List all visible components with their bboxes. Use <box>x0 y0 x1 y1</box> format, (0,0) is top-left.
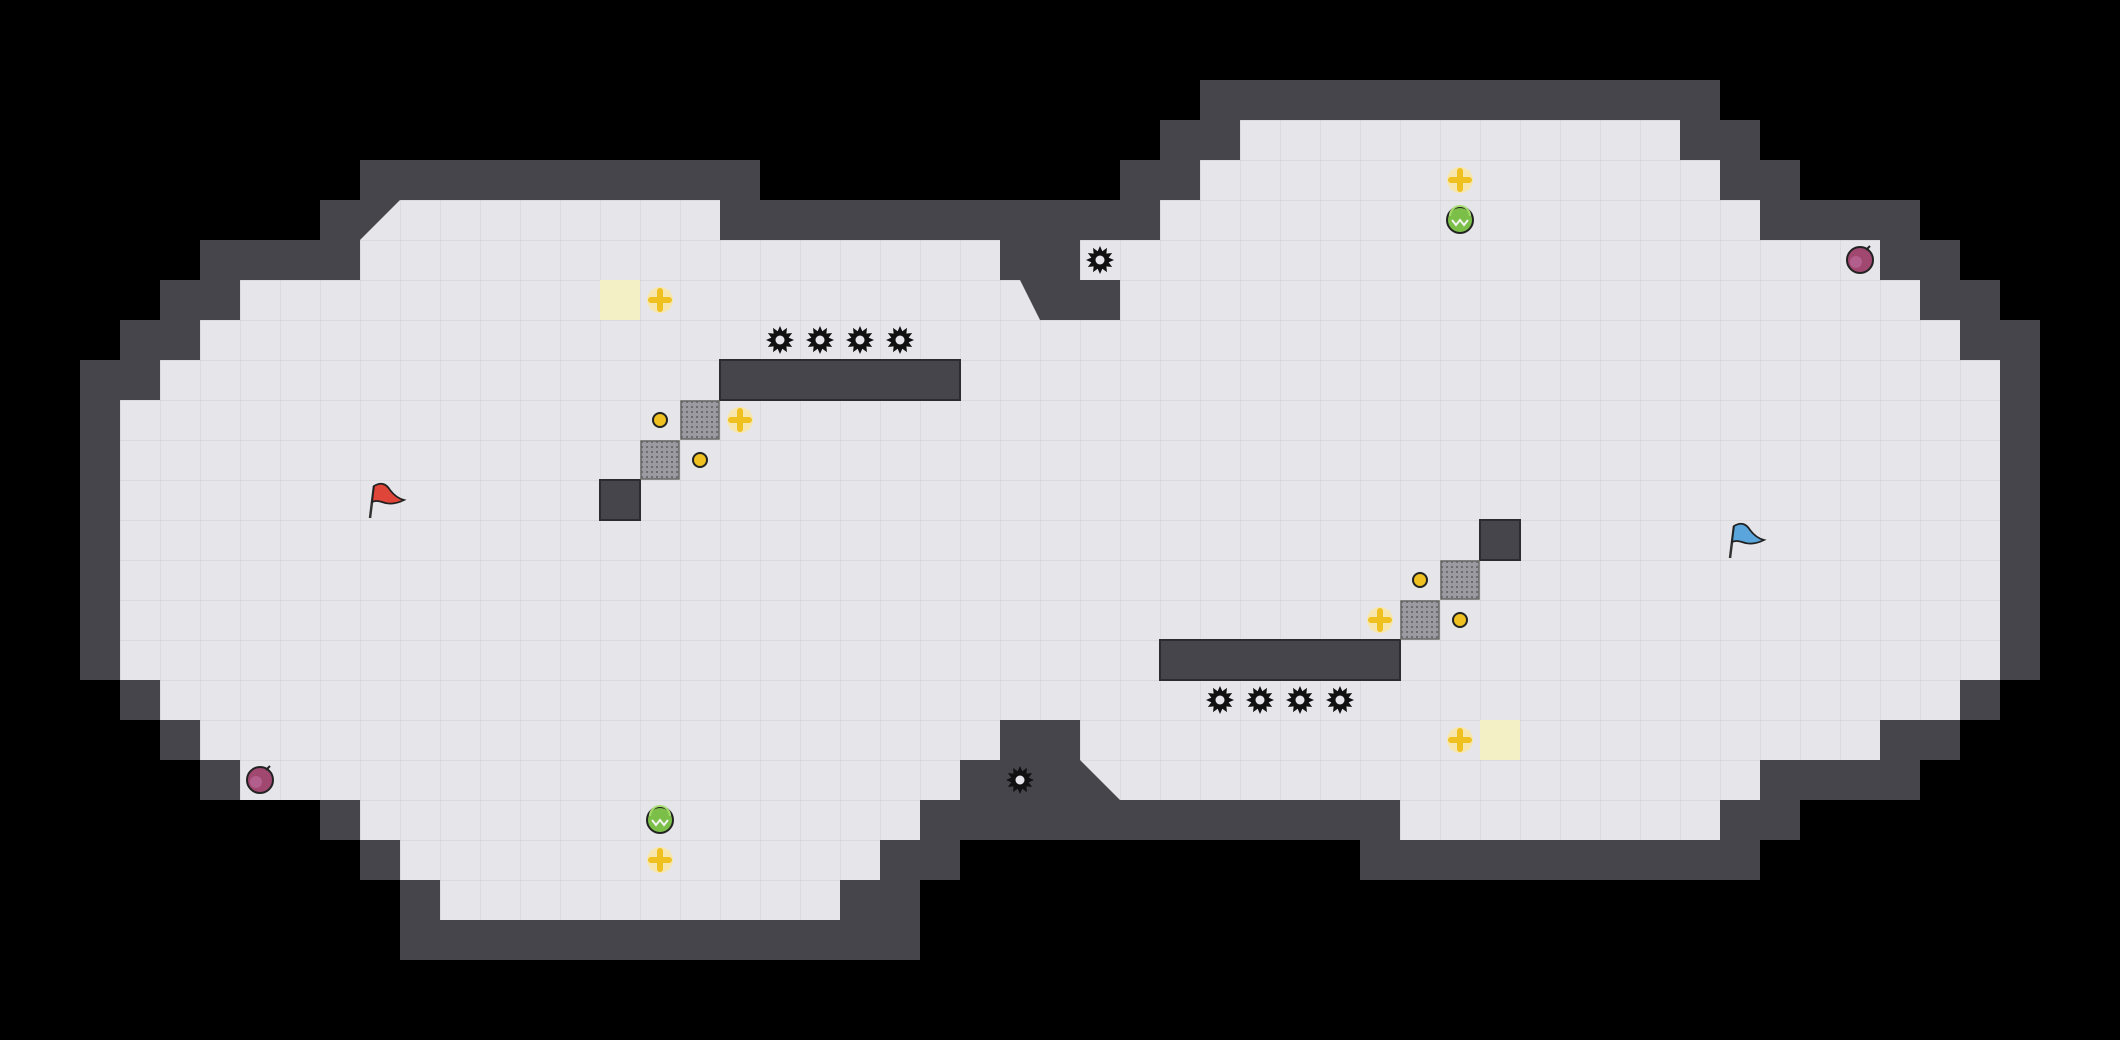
spike-icon <box>886 326 914 354</box>
gate-icon <box>1400 600 1440 640</box>
boost-icon <box>1447 167 1473 193</box>
portal-tile <box>1480 720 1520 760</box>
button-icon <box>1412 572 1428 588</box>
spike-icon <box>1326 686 1354 714</box>
boost-icon <box>1367 607 1393 633</box>
gate-icon <box>680 400 720 440</box>
red-flag-icon <box>368 482 407 519</box>
boost-icon <box>727 407 753 433</box>
gate-icon <box>640 440 680 480</box>
spike-icon <box>1006 766 1034 794</box>
spike-icon <box>1246 686 1274 714</box>
spike-icon <box>1206 686 1234 714</box>
spike-icon <box>1286 686 1314 714</box>
bomb-icon <box>1846 245 1874 274</box>
boost-icon <box>647 847 673 873</box>
map-objects <box>246 167 1874 873</box>
button-icon <box>692 452 708 468</box>
boost-icon <box>1447 727 1473 753</box>
spike-icon <box>766 326 794 354</box>
gate-icon <box>1440 560 1480 600</box>
spike-icon <box>846 326 874 354</box>
spike-icon <box>1086 246 1114 274</box>
blue-flag-icon <box>1728 522 1767 559</box>
powerup-icon <box>1446 205 1474 234</box>
bomb-icon <box>246 765 274 794</box>
powerup-icon <box>646 805 674 834</box>
button-icon <box>652 412 668 428</box>
spike-icon <box>806 326 834 354</box>
button-icon <box>1452 612 1468 628</box>
boost-icon <box>647 287 673 313</box>
portal-tile <box>600 280 640 320</box>
